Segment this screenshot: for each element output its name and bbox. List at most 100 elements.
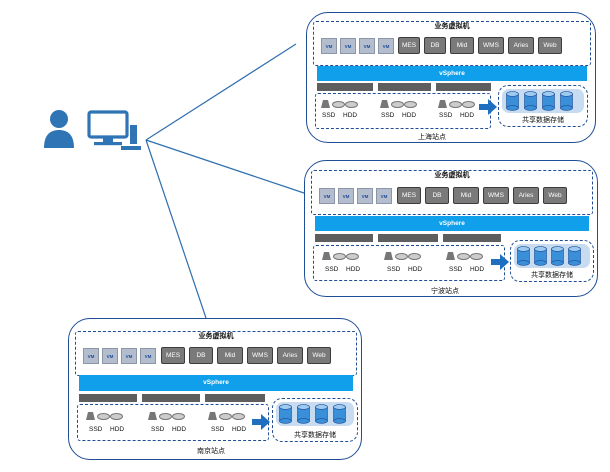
ssd-icon	[380, 100, 389, 108]
hdd-icon	[110, 413, 123, 420]
host-bar	[378, 234, 438, 242]
vm-group: 业务虚拟机 VM VM VM VM MES DB Mid WMS Aries W…	[313, 21, 591, 66]
site-name: 上海站点	[418, 134, 446, 141]
ssd-label: SSD	[387, 266, 401, 273]
link-to-shanghai	[145, 43, 297, 141]
hdd-label: HDD	[408, 266, 423, 273]
disk-array-icon	[524, 91, 537, 111]
vsphere-bar: vSphere	[79, 375, 353, 391]
vm-block: VM	[140, 348, 156, 364]
vm-block: VM	[321, 38, 337, 54]
shared-storage-label: 共享数据存储	[294, 432, 336, 439]
vm-block: VM	[357, 188, 373, 204]
ssd-label: SSD	[325, 266, 339, 273]
ssd-label: SSD	[151, 426, 165, 433]
hdd-icon	[172, 413, 185, 420]
disk-array-icon	[517, 246, 530, 266]
vsphere-bar: vSphere	[317, 66, 587, 81]
vm-block: VM	[378, 38, 394, 54]
user-with-computer-icon	[44, 110, 141, 150]
link-to-ningbo	[145, 139, 305, 194]
hdd-icon	[345, 101, 358, 108]
hdd-icon	[332, 101, 345, 108]
site-nanjing: 业务虚拟机 VM VM VM VM MES DB Mid WMS Aries W…	[68, 318, 362, 460]
app-web: Web	[543, 187, 567, 204]
hdd-icon	[470, 253, 483, 260]
ssd-icon	[438, 100, 447, 108]
site-ningbo: 业务虚拟机 VM VM VM VM MES DB Mid WMS Aries W…	[304, 160, 598, 297]
hdd-icon	[97, 413, 110, 420]
vm-block: VM	[376, 188, 392, 204]
vm-group: 业务虚拟机 VM VM VM VM MES DB Mid WMS Aries W…	[75, 331, 357, 376]
disk-array-icon	[551, 246, 564, 266]
ssd-icon	[384, 252, 393, 260]
ssd-icon	[86, 412, 95, 420]
host-bar	[79, 394, 137, 402]
host-bar	[142, 394, 200, 402]
hdd-label: HDD	[346, 266, 361, 273]
hdd-label: HDD	[460, 112, 475, 119]
shared-storage: 共享数据存储	[510, 240, 594, 282]
arrow-icon	[252, 414, 270, 430]
hdd-icon	[346, 253, 359, 260]
host-bar	[205, 394, 265, 402]
vm-block: VM	[359, 38, 375, 54]
vm-group: 业务虚拟机 VM VM VM VM MES DB Mid WMS Aries W…	[311, 170, 593, 215]
ssd-icon	[446, 252, 455, 260]
shared-storage: 共享数据存储	[272, 398, 358, 442]
vm-group-title: 业务虚拟机	[434, 23, 470, 30]
app-mid: Mid	[453, 187, 479, 204]
app-web: Web	[538, 37, 562, 54]
app-aries: Aries	[513, 187, 539, 204]
ssd-label: SSD	[381, 112, 395, 119]
vm-block: VM	[338, 188, 354, 204]
vm-group-title: 业务虚拟机	[198, 333, 234, 340]
ssd-label: SSD	[322, 112, 336, 119]
host-bar	[436, 83, 491, 91]
local-disk-group: SSD HDD SSD HDD SSD HDD	[313, 245, 505, 281]
vm-block: VM	[83, 348, 99, 364]
disk-array-icon	[542, 91, 555, 111]
app-aries: Aries	[277, 347, 303, 364]
disk-array-icon	[568, 246, 581, 266]
app-wms: WMS	[247, 347, 273, 364]
ssd-icon	[321, 100, 330, 108]
hdd-label: HDD	[343, 112, 358, 119]
ssd-icon	[208, 412, 217, 420]
hdd-label: HDD	[402, 112, 417, 119]
arrow-icon	[479, 99, 497, 115]
link-to-nanjing	[145, 139, 207, 319]
vm-block: VM	[121, 348, 137, 364]
shared-storage-label: 共享数据存储	[531, 272, 573, 279]
hdd-icon	[395, 253, 408, 260]
app-db: DB	[424, 37, 446, 54]
shared-storage-label: 共享数据存储	[522, 117, 564, 124]
app-mes: MES	[161, 347, 185, 364]
app-web: Web	[307, 347, 331, 364]
app-aries: Aries	[508, 37, 534, 54]
shared-storage: 共享数据存储	[498, 85, 588, 127]
app-mid: Mid	[217, 347, 243, 364]
vm-group-title: 业务虚拟机	[434, 172, 470, 179]
disk-array-icon	[315, 404, 328, 424]
ssd-label: SSD	[211, 426, 225, 433]
disk-array-icon	[560, 91, 573, 111]
hdd-icon	[333, 253, 346, 260]
ssd-icon	[148, 412, 157, 420]
arrow-icon	[491, 254, 509, 270]
host-bar	[315, 234, 373, 242]
ssd-label: SSD	[439, 112, 453, 119]
hdd-icon	[219, 413, 232, 420]
hdd-icon	[232, 413, 245, 420]
hdd-label: HDD	[172, 426, 187, 433]
app-db: DB	[425, 187, 449, 204]
app-mid: Mid	[450, 37, 474, 54]
disk-array-icon	[297, 404, 310, 424]
host-bar	[317, 83, 373, 91]
app-mes: MES	[397, 187, 421, 204]
disk-array-icon	[333, 404, 346, 424]
ssd-icon	[322, 252, 331, 260]
site-name: 宁波站点	[431, 288, 459, 295]
ssd-label: SSD	[449, 266, 463, 273]
